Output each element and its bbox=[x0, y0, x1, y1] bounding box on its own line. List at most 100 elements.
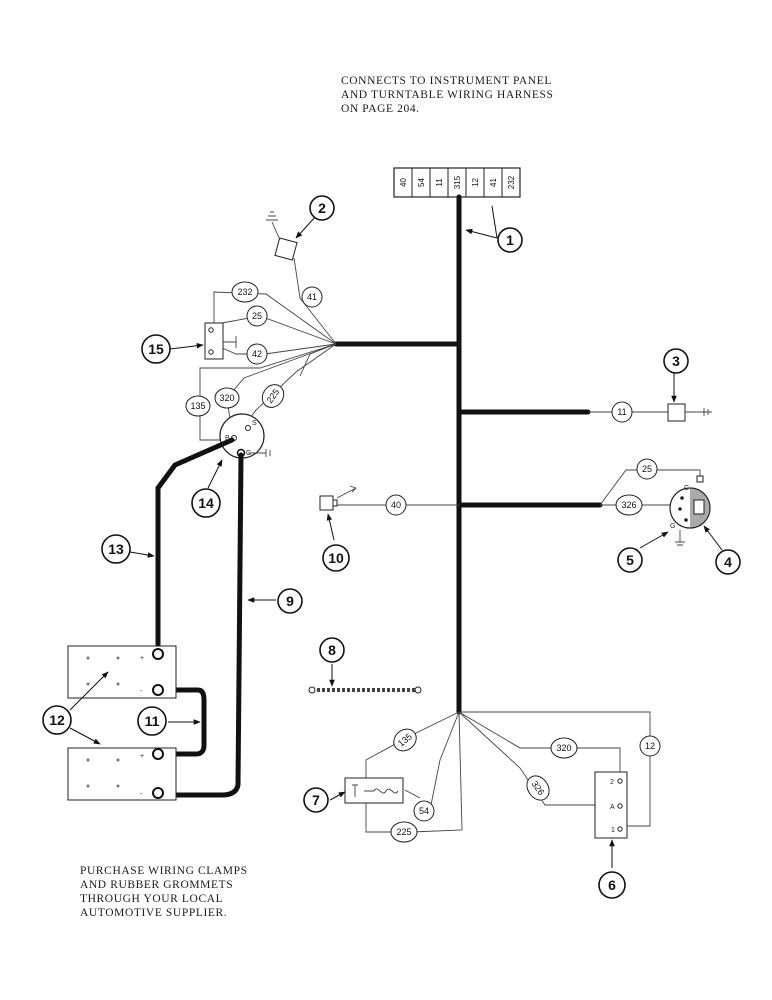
svg-text:4: 4 bbox=[724, 554, 732, 570]
svg-text:7: 7 bbox=[312, 792, 320, 808]
wire-label-326-lower: 326 bbox=[526, 775, 550, 801]
regulator-terminal-c: C bbox=[684, 485, 689, 492]
svg-text:41: 41 bbox=[307, 292, 317, 302]
note-top-line-1: CONNECTS TO INSTRUMENT PANEL bbox=[341, 75, 552, 87]
callout-6: 6 bbox=[598, 871, 626, 899]
wire-label-11: 11 bbox=[611, 401, 633, 423]
connector-pin-label: 41 bbox=[489, 178, 498, 187]
svg-text:42: 42 bbox=[252, 349, 262, 359]
sensor-component-7 bbox=[344, 777, 404, 804]
svg-text:40: 40 bbox=[391, 500, 401, 510]
svg-text:6: 6 bbox=[608, 877, 616, 893]
note-bottom: PURCHASE WIRING CLAMPS AND RUBBER GROMME… bbox=[80, 864, 248, 920]
wire-label-135-lower: 135 bbox=[393, 728, 417, 752]
callout-1: 1 bbox=[497, 227, 523, 253]
svg-text:12: 12 bbox=[49, 712, 65, 728]
callout-5: 5 bbox=[617, 547, 643, 573]
svg-text:8: 8 bbox=[328, 642, 336, 658]
battery-upper: + - bbox=[67, 645, 177, 699]
connector-pin-label: 11 bbox=[435, 178, 444, 187]
note-bottom-line-4: AUTOMOTIVE SUPPLIER. bbox=[80, 907, 228, 919]
note-bottom-line-2: AND RUBBER GROMMETS bbox=[80, 879, 234, 891]
wire-label-12: 12 bbox=[639, 735, 661, 757]
svg-text:135: 135 bbox=[190, 401, 205, 411]
relay-component-6: 2 A 1 bbox=[594, 771, 628, 839]
svg-text:1: 1 bbox=[506, 232, 514, 248]
wire-label-232: 232 bbox=[231, 281, 259, 303]
svg-text:25: 25 bbox=[642, 464, 652, 474]
battery-cables bbox=[155, 437, 244, 798]
svg-text:3: 3 bbox=[672, 353, 680, 369]
svg-text:11: 11 bbox=[145, 713, 160, 729]
relay-terminal-2: 2 bbox=[610, 779, 614, 786]
battery-lower-minus: - bbox=[140, 791, 143, 798]
callout-14: 14 bbox=[191, 488, 221, 518]
ground-strap-8 bbox=[308, 686, 422, 694]
note-bottom-line-3: THROUGH YOUR LOCAL bbox=[80, 893, 224, 905]
main-harness bbox=[333, 194, 603, 715]
wire-label-42: 42 bbox=[246, 343, 268, 365]
switch-component-15 bbox=[204, 322, 237, 360]
wire-label-41: 41 bbox=[301, 286, 323, 308]
relay-terminal-1: 1 bbox=[611, 827, 615, 834]
sender-component-2 bbox=[266, 211, 298, 261]
callout-9: 9 bbox=[277, 588, 303, 614]
switch-terminal-g: G bbox=[246, 450, 251, 457]
svg-text:25: 25 bbox=[252, 311, 262, 321]
callout-15: 15 bbox=[141, 334, 171, 364]
svg-text:10: 10 bbox=[328, 550, 344, 566]
connector-pin-label: 232 bbox=[507, 175, 516, 189]
callout-7: 7 bbox=[303, 787, 329, 813]
note-top-line-2: AND TURNTABLE WIRING HARNESS bbox=[341, 89, 554, 101]
connector-block: 40 54 11 315 12 41 232 bbox=[393, 167, 521, 198]
callout-13: 13 bbox=[101, 534, 131, 564]
switch-terminal-s: S bbox=[252, 420, 257, 427]
svg-text:9: 9 bbox=[286, 593, 294, 609]
svg-text:15: 15 bbox=[148, 341, 164, 357]
svg-text:225: 225 bbox=[396, 827, 411, 837]
wire-labels: 41 232 25 42 135 320 225 11 25 326 40 13… bbox=[185, 281, 661, 843]
callout-10: 10 bbox=[322, 544, 350, 572]
svg-text:232: 232 bbox=[237, 287, 252, 297]
battery-upper-plus: + bbox=[140, 655, 144, 662]
note-top-line-3: ON PAGE 204. bbox=[341, 103, 420, 115]
ignition-switch-14: B S G bbox=[219, 413, 271, 459]
battery-lower-plus: + bbox=[140, 753, 144, 760]
wire-label-135-upper: 135 bbox=[185, 395, 211, 417]
switch-terminal-b: B bbox=[225, 435, 230, 442]
callout-11: 11 bbox=[137, 706, 167, 736]
relay-terminal-a: A bbox=[610, 804, 615, 811]
wire-label-320-upper: 320 bbox=[214, 387, 240, 409]
connector-pin-label: 54 bbox=[417, 178, 426, 187]
svg-text:320: 320 bbox=[556, 743, 571, 753]
wire-label-40: 40 bbox=[385, 494, 407, 516]
wire-label-320-lower: 320 bbox=[550, 737, 578, 759]
svg-text:14: 14 bbox=[198, 495, 214, 511]
wire-label-225-upper: 225 bbox=[261, 384, 285, 408]
note-top: CONNECTS TO INSTRUMENT PANEL AND TURNTAB… bbox=[341, 74, 554, 116]
svg-text:5: 5 bbox=[626, 552, 634, 568]
svg-text:54: 54 bbox=[419, 806, 429, 816]
svg-text:326: 326 bbox=[621, 500, 636, 510]
svg-text:13: 13 bbox=[108, 541, 124, 557]
svg-text:2: 2 bbox=[318, 200, 326, 216]
wire-label-25-right: 25 bbox=[636, 458, 658, 480]
callout-8: 8 bbox=[319, 637, 345, 663]
callout-2: 2 bbox=[309, 195, 335, 221]
callout-4: 4 bbox=[715, 549, 741, 575]
connector-pin-label: 12 bbox=[471, 178, 480, 187]
regulator-terminal-g: G bbox=[670, 523, 675, 530]
callout-arrows bbox=[69, 205, 723, 868]
wire-label-54: 54 bbox=[413, 800, 435, 822]
reference-callouts: 1 2 3 4 5 6 7 8 9 10 11 12 13 14 15 bbox=[42, 195, 741, 899]
callout-3: 3 bbox=[663, 348, 689, 374]
note-bottom-line-1: PURCHASE WIRING CLAMPS bbox=[80, 865, 248, 877]
connector-pin-label: 40 bbox=[399, 178, 408, 187]
svg-text:11: 11 bbox=[617, 407, 626, 417]
connector-pin-label: 315 bbox=[453, 175, 462, 189]
wire-label-25-upper: 25 bbox=[246, 305, 268, 327]
battery-lower: + - bbox=[67, 747, 177, 801]
callout-12: 12 bbox=[42, 705, 72, 735]
svg-text:12: 12 bbox=[645, 741, 655, 751]
